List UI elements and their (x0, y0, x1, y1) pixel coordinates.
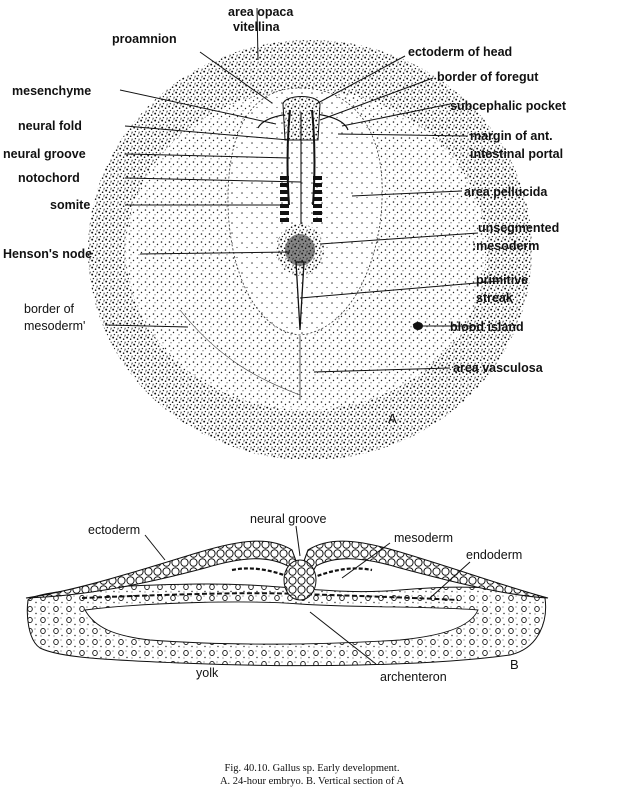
label-area-opaca: area opaca (228, 5, 294, 19)
label-intestinal-portal: intestinal portal (470, 147, 563, 161)
label-area-vasculosa: area vasculosa (453, 361, 544, 375)
label-border-of: border of (24, 302, 75, 316)
panel-label-b: B (510, 657, 519, 672)
label-border-of-foregut: border of foregut (437, 70, 539, 84)
label-b-mesoderm: mesoderm (394, 531, 453, 545)
leader-lines-a (104, 7, 501, 373)
label-b-neural-groove: neural groove (250, 512, 326, 526)
label-primitive: primitive (476, 273, 528, 287)
somites (280, 176, 322, 222)
labels-b: neural groove ectoderm mesoderm endoderm… (88, 512, 522, 684)
figure-caption: Fig. 40.10. Gallus sp. Early development… (0, 762, 624, 788)
label-b-ectoderm: ectoderm (88, 523, 140, 537)
primitive-streak (295, 261, 305, 331)
label-area-pellucida: area pellucida (464, 185, 548, 199)
labels-a: area opaca vitellina proamnion ectoderm … (3, 5, 567, 426)
caption-line-2: A. 24-hour embryo. B. Vertical section o… (219, 776, 405, 787)
label-b-archenteron: archenteron (380, 670, 447, 684)
label-b-endoderm: endoderm (466, 548, 522, 562)
neural-fold-right (311, 109, 316, 206)
mesoderm-left (231, 567, 293, 580)
label-neural-fold: neural fold (18, 119, 82, 133)
label-unsegmented-mesoderm: :mesoderm (472, 239, 539, 253)
label-b-yolk: yolk (196, 666, 219, 680)
label-border-mesoderm: mesoderm' (24, 319, 85, 333)
blood-island (413, 322, 423, 330)
label-ectoderm-of-head: ectoderm of head (408, 45, 512, 59)
label-margin-ant: margin of ant. (470, 129, 553, 143)
label-area-opaca-vitellina: vitellina (233, 20, 281, 34)
mesoderm-right (311, 567, 373, 580)
panel-label-a: A (388, 411, 397, 426)
label-neural-groove: neural groove (3, 147, 86, 161)
label-mesenchyme: mesenchyme (12, 84, 91, 98)
caption-line-1: Fig. 40.10. Gallus sp. Early development… (224, 763, 400, 774)
section-drawing (25, 540, 549, 667)
ectoderm-layer (25, 540, 549, 599)
whole-embryo-drawing (88, 40, 532, 460)
archenteron-cavity (84, 601, 479, 645)
label-subcephalic-pocket: subcephalic pocket (450, 99, 567, 113)
area-pellucida-region (227, 87, 383, 336)
label-blood-island: blood island (450, 320, 524, 334)
label-unsegmented: unsegmented (478, 221, 559, 235)
label-hensons-node: Henson's node (3, 247, 92, 261)
label-somite: somite (50, 198, 90, 212)
leader-lines-b (144, 525, 471, 665)
label-proamnion: proamnion (112, 32, 177, 46)
label-notochord: notochord (18, 171, 80, 185)
label-streak: streak (476, 291, 513, 305)
